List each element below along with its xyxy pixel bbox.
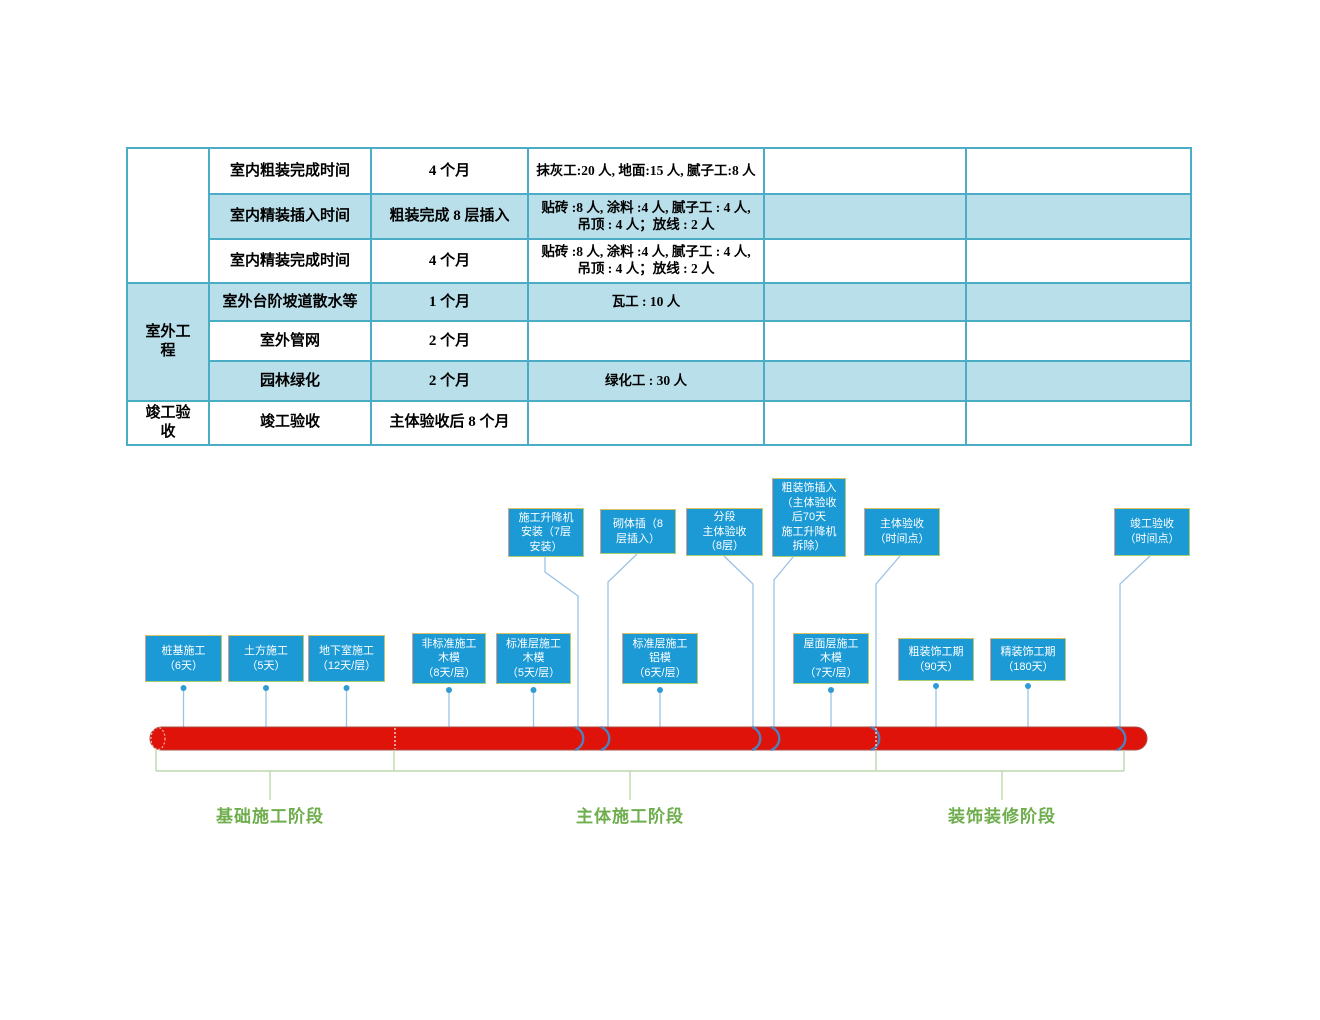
phase-divider bbox=[394, 728, 877, 749]
workers-cell bbox=[527, 320, 765, 362]
table-row: 园林绿化 2 个月 绿化工 : 30 人 bbox=[127, 360, 1192, 402]
task-box-basement: 地下室施工 （12天/层） bbox=[308, 635, 385, 682]
workers-cell: 贴砖 :8 人, 涂料 :4 人, 腻子工 : 4 人, 吊顶 : 4 人；放线… bbox=[527, 193, 765, 240]
table-row: 室外管网 2 个月 bbox=[127, 320, 1192, 362]
task-name-cell: 室外台阶坡道散水等 bbox=[208, 282, 372, 322]
workers-cell: 贴砖 :8 人, 涂料 :4 人, 腻子工 : 4 人, 吊顶 : 4 人；放线… bbox=[527, 238, 765, 284]
milestone-box-masonry-insert: 砌体插（8 层插入） bbox=[600, 509, 676, 554]
task-name-cell: 园林绿化 bbox=[208, 360, 372, 402]
workers-cell: 瓦工 : 10 人 bbox=[527, 282, 765, 322]
empty-cell bbox=[763, 320, 967, 362]
task-name-cell: 竣工验收 bbox=[208, 400, 372, 446]
empty-cell bbox=[763, 147, 967, 195]
table-row: 室内精装插入时间 粗装完成 8 层插入 贴砖 :8 人, 涂料 :4 人, 腻子… bbox=[127, 193, 1192, 240]
table-row: 室内精装完成时间 4 个月 贴砖 :8 人, 涂料 :4 人, 腻子工 : 4 … bbox=[127, 238, 1192, 284]
phase-brackets bbox=[155, 750, 1125, 800]
table-row: 室外工 程 室外台阶坡道散水等 1 个月 瓦工 : 10 人 bbox=[126, 282, 1192, 402]
group-cell-empty bbox=[126, 147, 210, 284]
empty-cell bbox=[965, 238, 1192, 284]
phase-label-decoration: 装饰装修阶段 bbox=[948, 807, 1056, 826]
empty-cell bbox=[965, 193, 1192, 240]
task-box-rough-decoration: 粗装饰工期 （90天） bbox=[898, 638, 974, 681]
connector-line bbox=[773, 556, 794, 727]
empty-cell bbox=[763, 282, 967, 322]
task-box-roof-wood-form: 屋面层施工 木模 （7天/层） bbox=[793, 633, 869, 684]
table-row: 竣工验 收 竣工验收 主体验收后 8 个月 bbox=[126, 400, 1192, 446]
milestone-box-rough-decoration-insert: 粗装饰插入 （主体验收 后70天 施工升降机 拆除） bbox=[772, 478, 846, 557]
task-box-earthwork: 土方施工 （5天） bbox=[228, 635, 304, 682]
group-cell-outdoor-works: 室外工 程 bbox=[126, 282, 210, 402]
task-name-cell: 室内精装插入时间 bbox=[208, 193, 372, 240]
empty-cell bbox=[965, 360, 1192, 402]
task-box-fine-decoration: 精装饰工期 （180天） bbox=[990, 638, 1066, 681]
segment-arc bbox=[574, 725, 1127, 752]
workers-cell bbox=[527, 400, 765, 446]
duration-cell: 2 个月 bbox=[370, 360, 529, 402]
empty-cell bbox=[763, 238, 967, 284]
duration-cell: 1 个月 bbox=[370, 282, 529, 322]
milestone-box-structure-acceptance: 主体验收 （时间点） bbox=[864, 508, 940, 556]
connector-line bbox=[1119, 555, 1151, 727]
empty-cell bbox=[965, 147, 1192, 195]
task-name-cell: 室内精装完成时间 bbox=[208, 238, 372, 284]
table-row: 室内粗装完成时间 4 个月 抹灰工:20 人, 地面:15 人, 腻子工:8 人 bbox=[126, 147, 1192, 284]
task-box-standard-wood-form: 标准层施工 木模 （5天/层） bbox=[496, 633, 571, 684]
milestone-box-hoist-install: 施工升降机 安装（7层 安装） bbox=[508, 508, 584, 557]
task-name-cell: 室外管网 bbox=[208, 320, 372, 362]
bottom-connector-lines bbox=[180, 683, 1031, 727]
empty-cell bbox=[965, 282, 1192, 322]
task-box-standard-aluminum-form: 标准层施工 铝模 （6天/层） bbox=[622, 633, 698, 684]
empty-cell bbox=[763, 360, 967, 402]
empty-cell bbox=[965, 400, 1192, 446]
duration-cell: 4 个月 bbox=[370, 147, 529, 195]
group-cell-completion-acceptance: 竣工验 收 bbox=[126, 400, 210, 446]
milestone-box-sectional-acceptance: 分段 主体验收 （8层） bbox=[686, 508, 763, 556]
timeline-bar bbox=[149, 725, 1148, 752]
empty-cell bbox=[763, 400, 967, 446]
duration-cell: 2 个月 bbox=[370, 320, 529, 362]
duration-cell: 粗装完成 8 层插入 bbox=[370, 193, 529, 240]
task-box-nonstandard-wood-form: 非标准施工 木模 （8天/层） bbox=[412, 633, 486, 684]
workers-cell: 绿化工 : 30 人 bbox=[527, 360, 765, 402]
milestone-box-completion-acceptance: 竣工验收 （时间点） bbox=[1114, 508, 1190, 556]
empty-cell bbox=[763, 193, 967, 240]
task-box-pile-foundation: 桩基施工 （6天） bbox=[145, 635, 222, 682]
duration-cell: 主体验收后 8 个月 bbox=[370, 400, 529, 446]
connector-line bbox=[875, 555, 901, 727]
workers-cell: 抹灰工:20 人, 地面:15 人, 腻子工:8 人 bbox=[527, 147, 765, 195]
task-name-cell: 室内粗装完成时间 bbox=[208, 147, 372, 195]
bar-left-cap bbox=[150, 726, 166, 751]
empty-cell bbox=[965, 320, 1192, 362]
connector-line bbox=[723, 555, 754, 727]
duration-cell: 4 个月 bbox=[370, 238, 529, 284]
construction-schedule-table: 室内粗装完成时间 4 个月 抹灰工:20 人, 地面:15 人, 腻子工:8 人… bbox=[126, 147, 1192, 446]
connector-dot bbox=[180, 683, 1031, 693]
phase-label-structure: 主体施工阶段 bbox=[576, 807, 684, 826]
phase-label-foundation: 基础施工阶段 bbox=[216, 807, 324, 826]
